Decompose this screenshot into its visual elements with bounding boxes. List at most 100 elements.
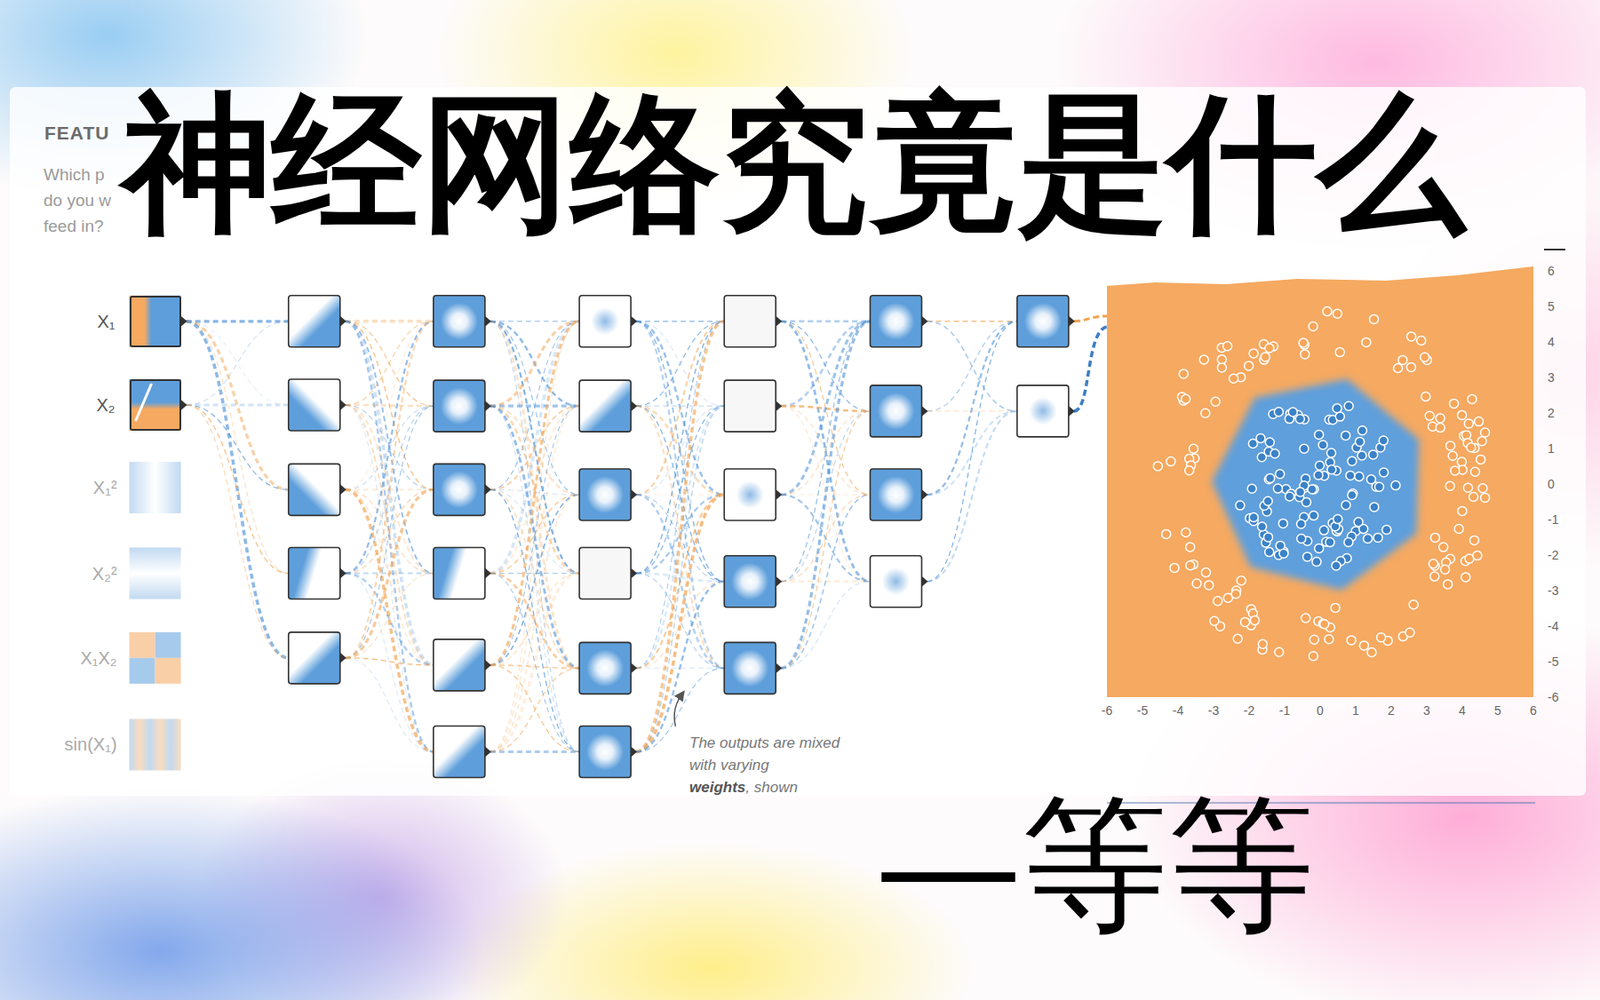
weight-line bbox=[490, 321, 580, 669]
orange-point bbox=[1445, 481, 1455, 491]
orange-point bbox=[1170, 563, 1179, 573]
weight-line bbox=[926, 321, 1017, 495]
orange-point bbox=[1210, 397, 1220, 406]
neuron-box bbox=[869, 469, 922, 521]
orange-point bbox=[1435, 423, 1445, 433]
orange-point bbox=[1201, 408, 1210, 418]
blue-point bbox=[1314, 430, 1324, 440]
neuron-box bbox=[724, 556, 776, 608]
axis-number: 1 bbox=[1547, 440, 1555, 457]
blue-point bbox=[1373, 533, 1383, 542]
neuron-output-tick bbox=[340, 484, 347, 495]
weight-line bbox=[636, 494, 725, 496]
section-hint: feed in? bbox=[43, 216, 104, 237]
orange-point bbox=[1309, 635, 1319, 645]
orange-point bbox=[1369, 314, 1379, 324]
weight-line bbox=[926, 321, 1017, 412]
orange-point bbox=[1466, 443, 1476, 453]
neuron-output-tick bbox=[630, 400, 637, 412]
orange-point bbox=[1408, 600, 1418, 610]
title: 神经网络究竟是什么 bbox=[122, 88, 1466, 239]
orange-point bbox=[1367, 648, 1377, 658]
blue-point bbox=[1382, 525, 1392, 535]
neuron-output-tick bbox=[485, 660, 492, 671]
feature-swatch bbox=[129, 295, 182, 348]
neuron-output-tick bbox=[340, 399, 347, 411]
orange-point bbox=[1439, 542, 1449, 552]
orange-point bbox=[1480, 493, 1490, 502]
weight-line bbox=[345, 321, 434, 491]
weight-line bbox=[490, 405, 580, 752]
neuron-box bbox=[869, 295, 922, 348]
feature-node: X₁X₂ bbox=[129, 632, 182, 685]
weight-line bbox=[1074, 316, 1107, 322]
axis-number: -1 bbox=[1279, 702, 1290, 719]
blue-point bbox=[1344, 401, 1354, 411]
orange-point bbox=[1477, 437, 1487, 446]
blue-point bbox=[1249, 513, 1258, 523]
neuron-output-tick bbox=[485, 747, 492, 758]
blue-point bbox=[1278, 518, 1288, 528]
blue-point bbox=[1235, 501, 1245, 510]
blue-point bbox=[1314, 543, 1324, 553]
weight-line bbox=[490, 573, 580, 753]
neuron-output-tick bbox=[630, 568, 637, 580]
orange-point bbox=[1186, 542, 1195, 552]
screenshot-panel bbox=[9, 87, 1586, 797]
blue-point bbox=[1285, 492, 1295, 502]
neuron-output-tick bbox=[775, 576, 782, 588]
feature-quadrant bbox=[155, 632, 182, 659]
weight-line bbox=[780, 321, 870, 495]
weight-line bbox=[490, 489, 580, 752]
blue-point bbox=[1335, 412, 1345, 422]
blue-point bbox=[1347, 491, 1357, 501]
blue-point bbox=[1341, 430, 1351, 440]
orange-point bbox=[1430, 572, 1440, 582]
orange-point bbox=[1249, 349, 1258, 359]
weight-line bbox=[345, 489, 434, 752]
neuron-output-tick bbox=[485, 484, 492, 495]
orange-point bbox=[1233, 634, 1242, 644]
orange-point bbox=[1457, 410, 1467, 420]
neuron-output-tick bbox=[630, 489, 637, 501]
feature-label: X₂ bbox=[95, 394, 115, 415]
blue-point bbox=[1307, 485, 1317, 494]
axis-number: -5 bbox=[1137, 702, 1148, 719]
feature-label: X₂² bbox=[92, 563, 118, 584]
orange-point bbox=[1393, 364, 1403, 374]
orange-point bbox=[1346, 636, 1356, 645]
neuron-output-tick bbox=[775, 400, 782, 412]
orange-point bbox=[1416, 336, 1426, 346]
output-plot-ground bbox=[1106, 266, 1534, 698]
handwritten-note: —等等 bbox=[875, 792, 1315, 940]
blue-point bbox=[1345, 470, 1355, 480]
orange-point bbox=[1298, 338, 1308, 348]
neuron-box bbox=[433, 295, 486, 348]
orange-point bbox=[1166, 457, 1176, 467]
orange-point bbox=[1308, 652, 1318, 661]
blue-point bbox=[1319, 525, 1329, 535]
neuron-box bbox=[433, 548, 486, 600]
weight-line bbox=[636, 321, 725, 495]
orange-point bbox=[1469, 493, 1479, 502]
neuron-box bbox=[1017, 385, 1069, 438]
weight-line bbox=[926, 411, 1017, 495]
axis-number: -2 bbox=[1547, 547, 1559, 564]
orange-point bbox=[1236, 576, 1246, 586]
section-hint: Which p bbox=[43, 165, 105, 185]
weight-line bbox=[636, 321, 725, 495]
weight-line bbox=[490, 321, 580, 753]
blue-point bbox=[1257, 522, 1267, 532]
weight-line bbox=[780, 321, 870, 495]
orange-point bbox=[1435, 413, 1445, 423]
axis-number: 2 bbox=[1547, 405, 1555, 422]
weight-line bbox=[926, 320, 1017, 323]
orange-point bbox=[1463, 483, 1473, 493]
blue-point bbox=[1288, 407, 1298, 417]
weight-line bbox=[636, 321, 725, 669]
feature-output-tick bbox=[181, 399, 188, 411]
blue-point bbox=[1299, 444, 1309, 454]
weight-line bbox=[345, 573, 434, 659]
neuron-box bbox=[724, 380, 776, 432]
